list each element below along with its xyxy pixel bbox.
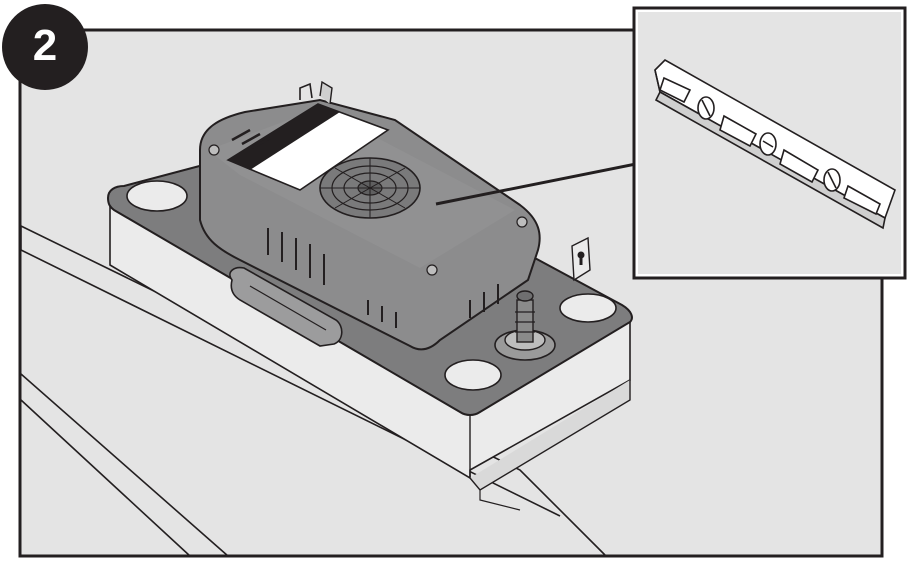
step-number: 2 (32, 21, 58, 70)
discharge-outlet (494, 290, 556, 361)
step-number-badge: 2 (2, 4, 88, 90)
product-label (226, 103, 390, 191)
callout-leader (435, 162, 637, 206)
fan-vent-icon (319, 157, 421, 219)
pump-motor-housing (199, 80, 541, 351)
keyhole-mount-icon (571, 236, 591, 282)
bubble-level-icon (654, 59, 896, 230)
